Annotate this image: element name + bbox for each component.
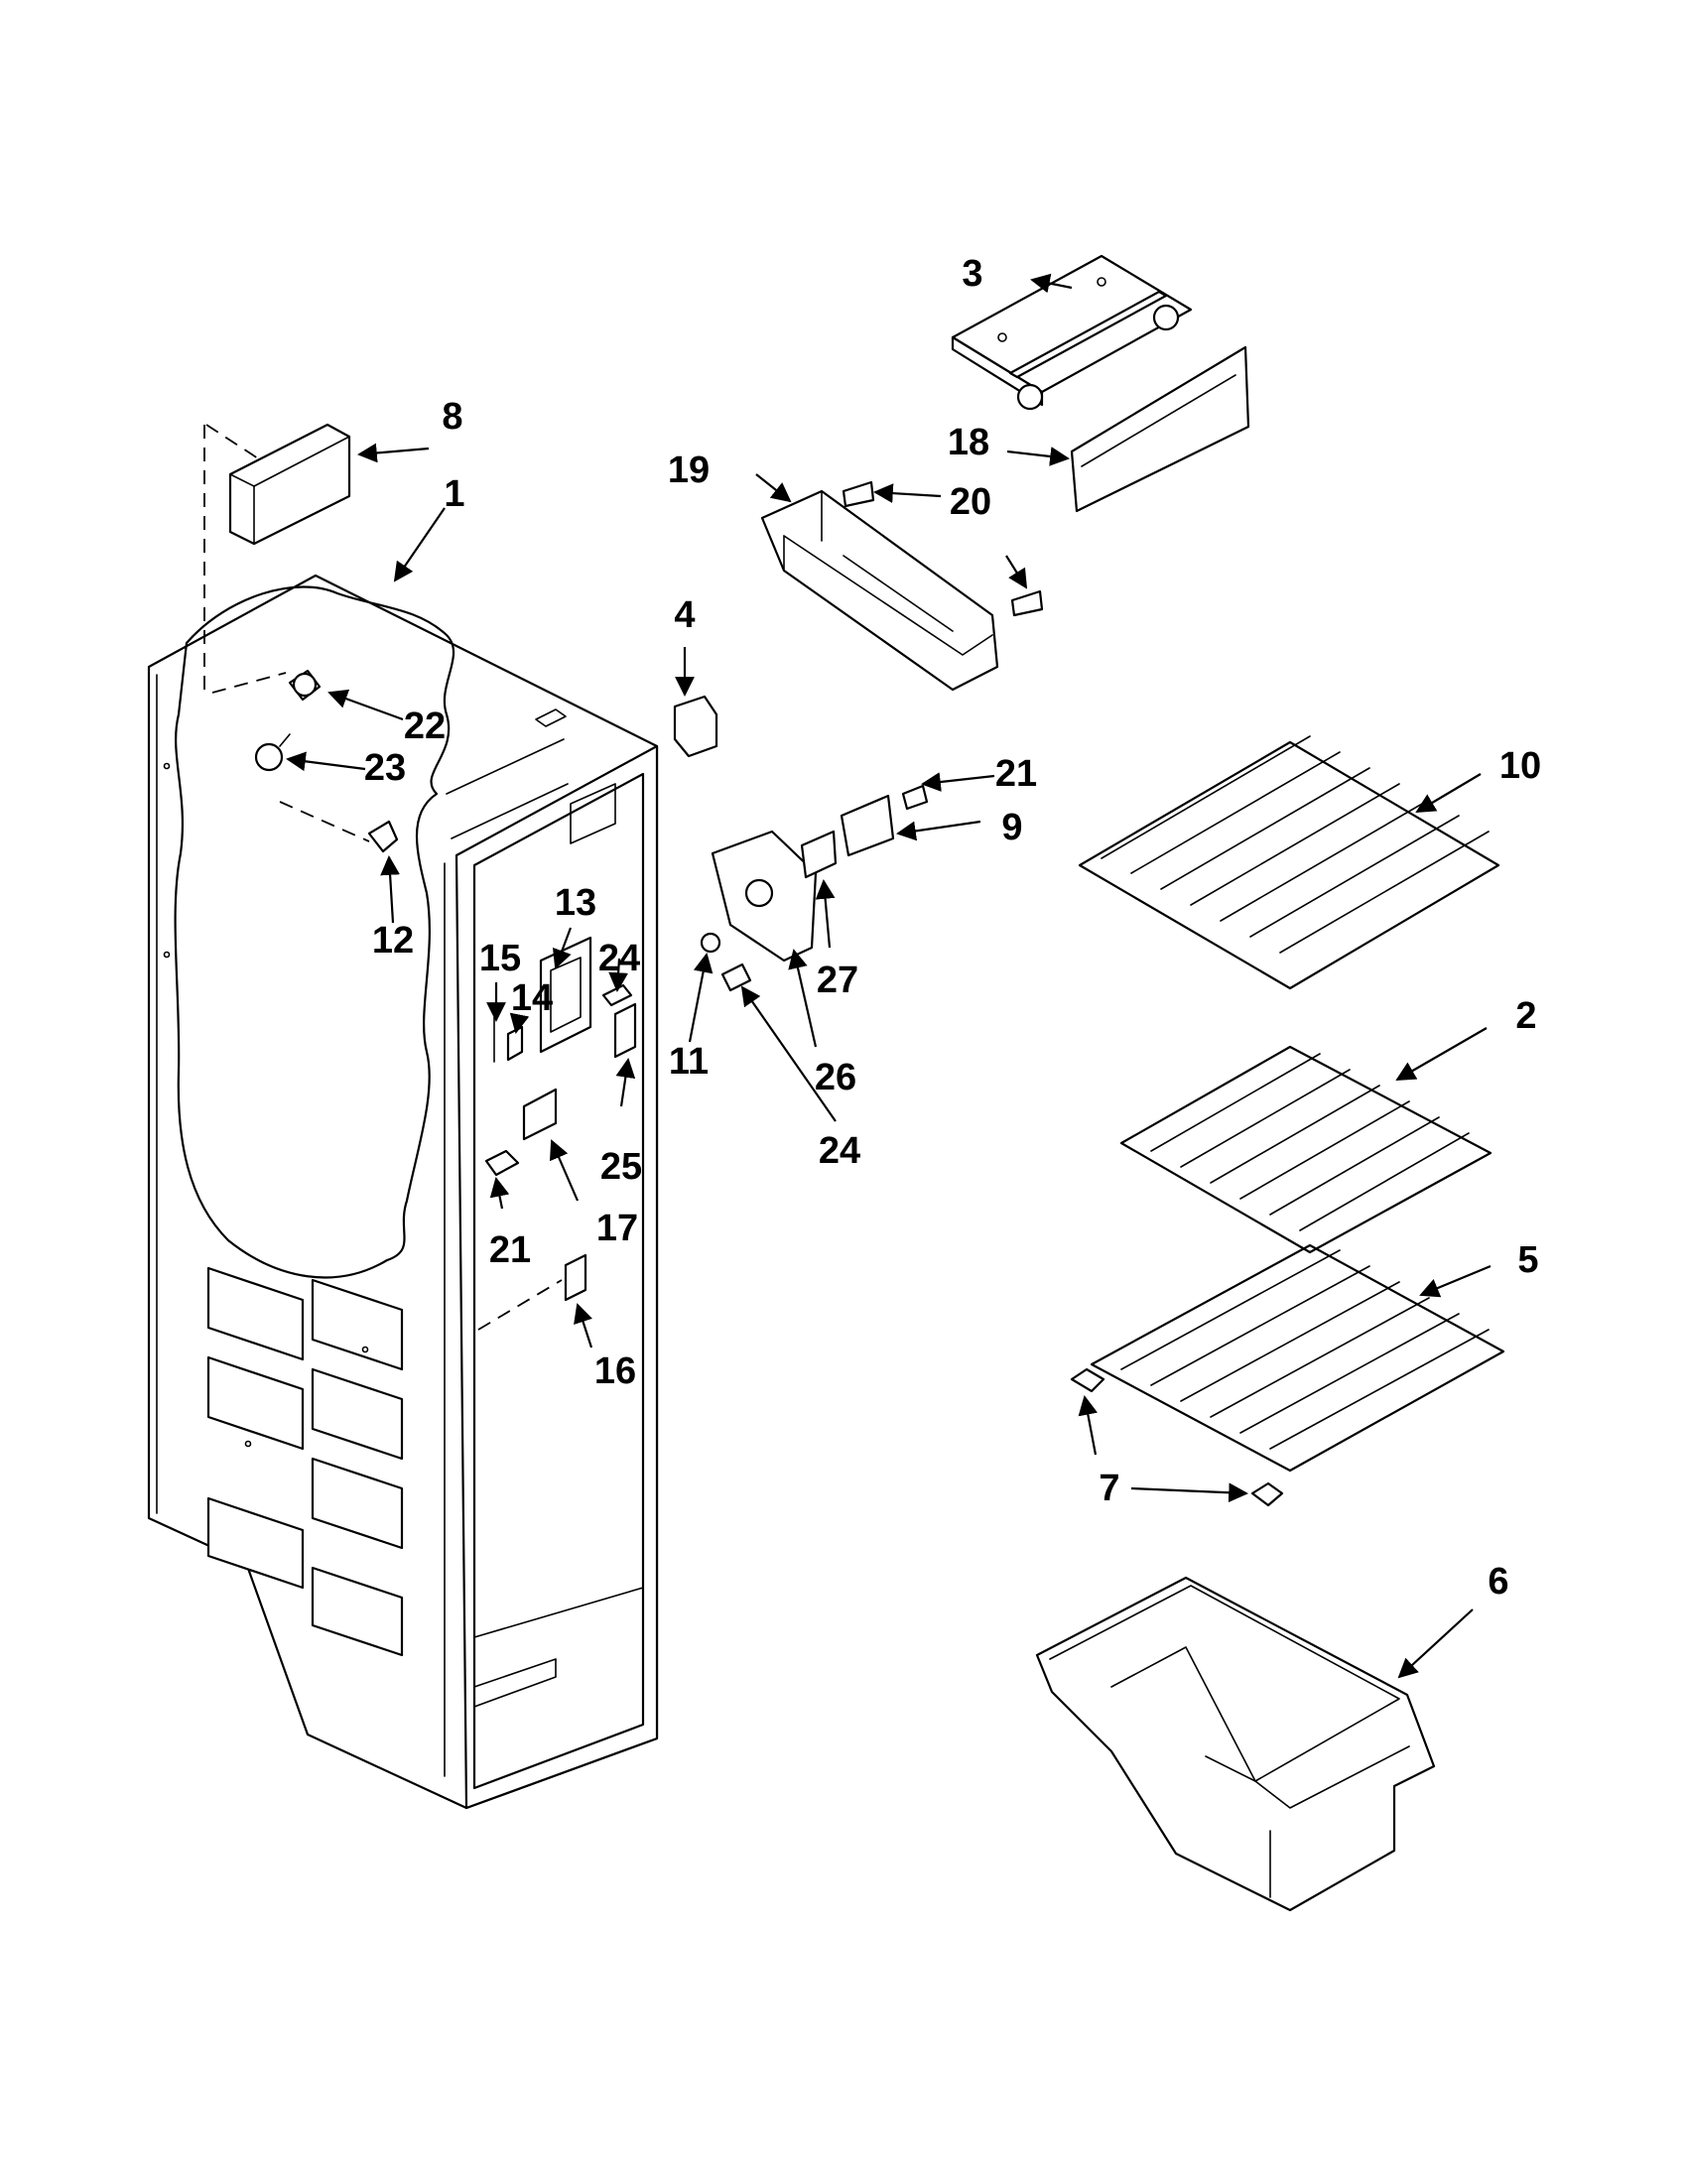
callout-21a: 21 <box>995 753 1037 795</box>
leader-arrows <box>286 273 1492 1679</box>
callout-16: 16 <box>594 1350 636 1392</box>
callout-25: 25 <box>600 1146 642 1188</box>
shelf-10 <box>1078 735 1500 990</box>
part-18-panel <box>1070 345 1250 513</box>
part-3-bracket <box>951 254 1193 411</box>
control-housing <box>700 784 929 992</box>
part-8-cover <box>203 423 351 697</box>
callout-19: 19 <box>668 450 710 491</box>
callout-24b: 24 <box>819 1130 860 1172</box>
callout-18: 18 <box>948 422 989 463</box>
callout-2: 2 <box>1515 995 1536 1037</box>
callout-7: 7 <box>1099 1468 1119 1509</box>
callout-20: 20 <box>950 481 991 523</box>
part-7-caps <box>1070 1367 1284 1507</box>
callout-12: 12 <box>372 920 414 962</box>
callout-26: 26 <box>815 1057 856 1098</box>
callout-11: 11 <box>669 1041 709 1083</box>
callout-10: 10 <box>1499 745 1541 787</box>
callout-17: 17 <box>596 1208 638 1249</box>
shelf-5 <box>1090 1243 1505 1473</box>
callout-4: 4 <box>674 594 695 636</box>
callout-1: 1 <box>444 473 464 515</box>
callout-14: 14 <box>511 977 553 1019</box>
callout-3: 3 <box>962 253 982 295</box>
callout-13: 13 <box>555 882 596 924</box>
callout-27: 27 <box>817 960 858 1001</box>
light-parts <box>211 669 399 853</box>
callout-21b: 21 <box>489 1229 531 1271</box>
part-19-housing <box>760 489 999 692</box>
callout-6: 6 <box>1488 1561 1508 1603</box>
callout-5: 5 <box>1517 1239 1538 1281</box>
part-20-screws <box>842 480 1044 617</box>
callout-23: 23 <box>364 747 406 789</box>
shelf-2 <box>1119 1045 1493 1254</box>
callout-15: 15 <box>479 938 521 979</box>
callout-8: 8 <box>442 396 462 438</box>
callout-9: 9 <box>1001 807 1022 848</box>
part-4-clip <box>673 695 718 758</box>
callout-22: 22 <box>404 706 446 747</box>
part-6-bin <box>1035 1576 1436 1912</box>
callout-labels: 1 2 3 4 5 6 7 8 9 10 11 12 13 14 15 16 1… <box>364 253 1541 1603</box>
callout-24a: 24 <box>598 938 640 979</box>
